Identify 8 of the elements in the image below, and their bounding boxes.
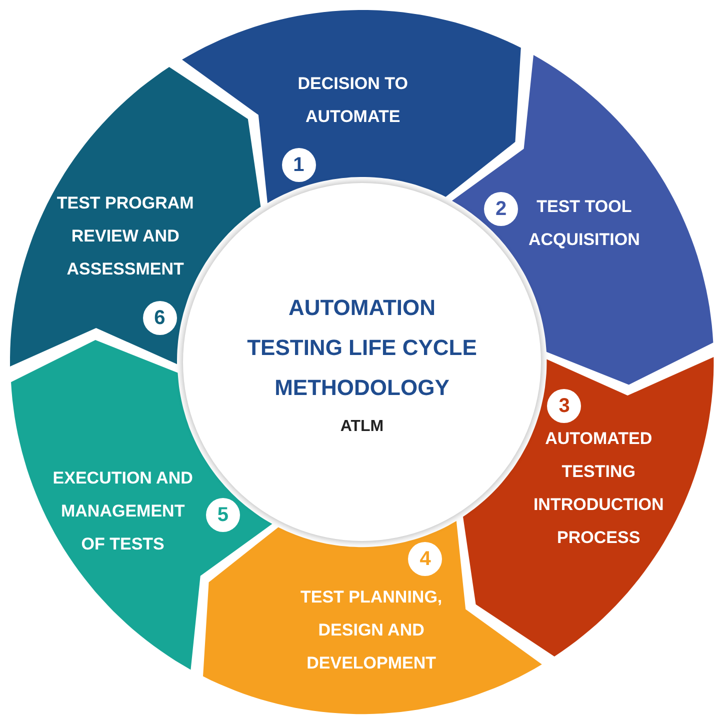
step-label: EXECUTION AND MANAGEMENT OF TESTS bbox=[52, 468, 194, 556]
step-label: TEST PROGRAM REVIEW AND ASSESSMENT bbox=[56, 192, 195, 281]
center-subtitle: ATLM bbox=[340, 418, 384, 436]
center-title: AUTOMATION TESTING LIFE CYCLE METHODOLOGY bbox=[246, 294, 478, 402]
step-label: AUTOMATED TESTING INTRODUCTION PROCESS bbox=[532, 428, 665, 549]
step-label: DECISION TO AUTOMATE bbox=[296, 73, 409, 128]
step-label: TEST TOOL ACQUISITION bbox=[527, 196, 641, 252]
step-label: TEST PLANNING, DESIGN AND DEVELOPMENT bbox=[299, 586, 444, 674]
